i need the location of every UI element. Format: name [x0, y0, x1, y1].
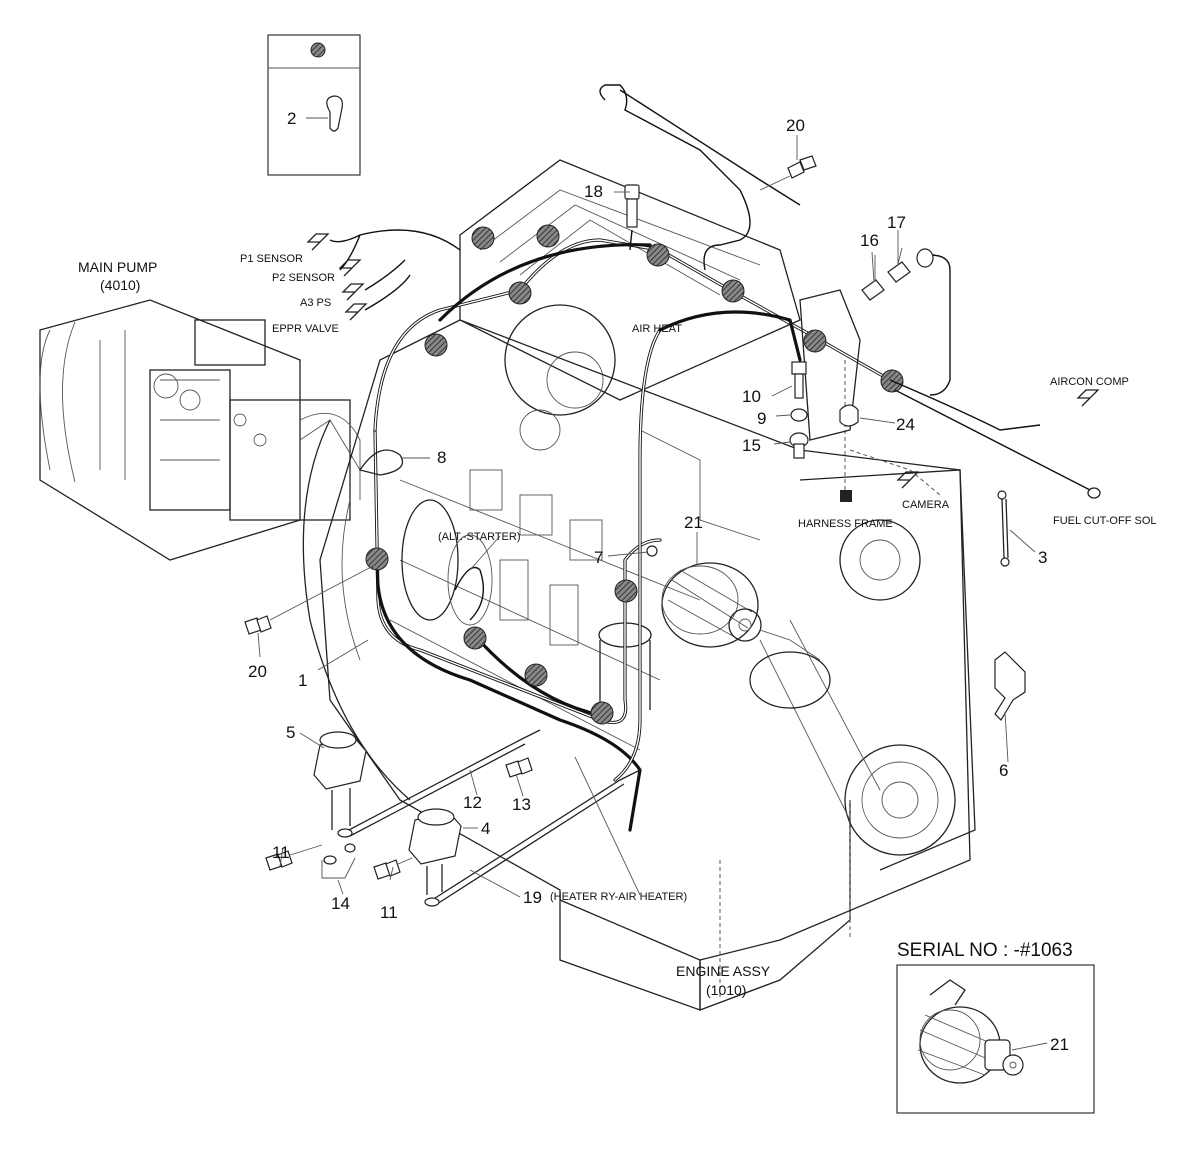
callout-8: 8: [437, 448, 446, 467]
callout-7: 7: [594, 548, 603, 567]
part-4-relay: [408, 808, 462, 895]
part-9-washer: [790, 408, 808, 422]
callout-10: 10: [742, 387, 761, 406]
p1-sensor-plug-icon: [306, 233, 330, 251]
a3-ps-plug-icon: [341, 283, 365, 301]
part-3-strap: [997, 490, 1010, 567]
label-harness-frame: HARNESS FRAME: [798, 518, 893, 530]
alternator-inset-drawing: [917, 979, 1024, 1084]
part-11-bolt-b: [373, 857, 413, 880]
part-11-bolt-a: [265, 844, 323, 871]
callout-9: 9: [757, 409, 766, 428]
small-parts: [244, 155, 1026, 907]
serial-inset-callout-21: 21: [1050, 1035, 1069, 1054]
part-20-bolt-top: [759, 155, 817, 191]
callout-20-left: 20: [248, 662, 267, 681]
callout-4: 4: [481, 819, 490, 838]
label-alt-starter: (ALT.-STARTER): [438, 531, 521, 543]
callout-5: 5: [286, 723, 295, 742]
inset-box-part-2: 2: [267, 34, 361, 176]
label-eppr-valve: EPPR VALVE: [272, 323, 339, 335]
callout-15: 15: [742, 436, 761, 455]
serial-inset: SERIAL NO : -#1063 21: [896, 940, 1095, 1114]
callout-6: 6: [999, 761, 1008, 780]
harness-frame-clip-icon: [840, 490, 852, 502]
clip-part-icon: [326, 95, 343, 132]
aircon-plug-icon: [1076, 389, 1100, 407]
main-pump-label: MAIN PUMP: [78, 259, 157, 275]
label-camera: CAMERA: [902, 499, 950, 511]
part-10-sender: [791, 361, 807, 399]
fuel-cutoff-ring-icon: [1087, 487, 1101, 499]
callout-11-b: 11: [380, 903, 398, 922]
callout-12: 12: [463, 793, 482, 812]
part-20-bolt-left: [244, 564, 376, 635]
part-13-bolt: [505, 757, 533, 778]
label-heater-ry: (HEATER RY-AIR HEATER): [550, 891, 687, 903]
label-p1-sensor: P1 SENSOR: [240, 253, 303, 265]
camera-plug-icon: [896, 471, 920, 489]
part-24-clamp: [839, 404, 859, 427]
callout-20-top: 20: [786, 116, 805, 135]
part-17-plug: [887, 247, 934, 283]
label-air-heat: AIR HEAT: [632, 323, 682, 335]
part-18-fitting: [624, 184, 640, 228]
serial-inset-title: SERIAL NO : -#1063: [897, 940, 1073, 961]
hatched-clip-icon: [310, 42, 326, 58]
callout-16: 16: [860, 231, 879, 250]
label-fuel-cutoff: FUEL CUT-OFF SOL: [1053, 515, 1157, 527]
connector-plugs: [306, 233, 1101, 502]
callout-13: 13: [512, 795, 531, 814]
callout-24: 24: [896, 415, 915, 434]
engine-assy-code: (1010): [706, 982, 746, 998]
harness-clips: [365, 224, 904, 725]
part-7-grommet: [646, 545, 658, 557]
callout-17: 17: [887, 213, 906, 232]
part-12-cable: [337, 729, 541, 838]
callout-1: 1: [298, 671, 307, 690]
callout-3: 3: [1038, 548, 1047, 567]
callout-2: 2: [287, 109, 296, 128]
callout-11-a: 11: [272, 843, 290, 862]
label-aircon-comp: AIRCON COMP: [1050, 376, 1129, 388]
callout-18: 18: [584, 182, 603, 201]
callout-14: 14: [331, 894, 350, 913]
part-16-fitting: [861, 255, 885, 301]
part-19-cable: [424, 769, 641, 907]
part-14-nuts: [321, 843, 356, 879]
main-pump-drawing: [39, 299, 361, 561]
callout-19: 19: [523, 888, 542, 907]
leader-lines: [257, 135, 1036, 898]
callout-21: 21: [684, 513, 703, 532]
engine-assy-label: ENGINE ASSY: [676, 963, 771, 979]
p2-sensor-plug-icon: [338, 259, 362, 277]
part-5-relay: [313, 731, 367, 830]
label-p2-sensor: P2 SENSOR: [272, 272, 335, 284]
part-15-plug: [789, 432, 809, 459]
upper-wires: [329, 84, 1091, 496]
eppr-valve-plug-icon: [344, 303, 368, 321]
alternator-drawing: [661, 562, 821, 661]
main-pump-code: (4010): [100, 277, 140, 293]
part-6-bracket: [994, 651, 1026, 721]
label-a3-ps: A3 PS: [300, 297, 331, 309]
